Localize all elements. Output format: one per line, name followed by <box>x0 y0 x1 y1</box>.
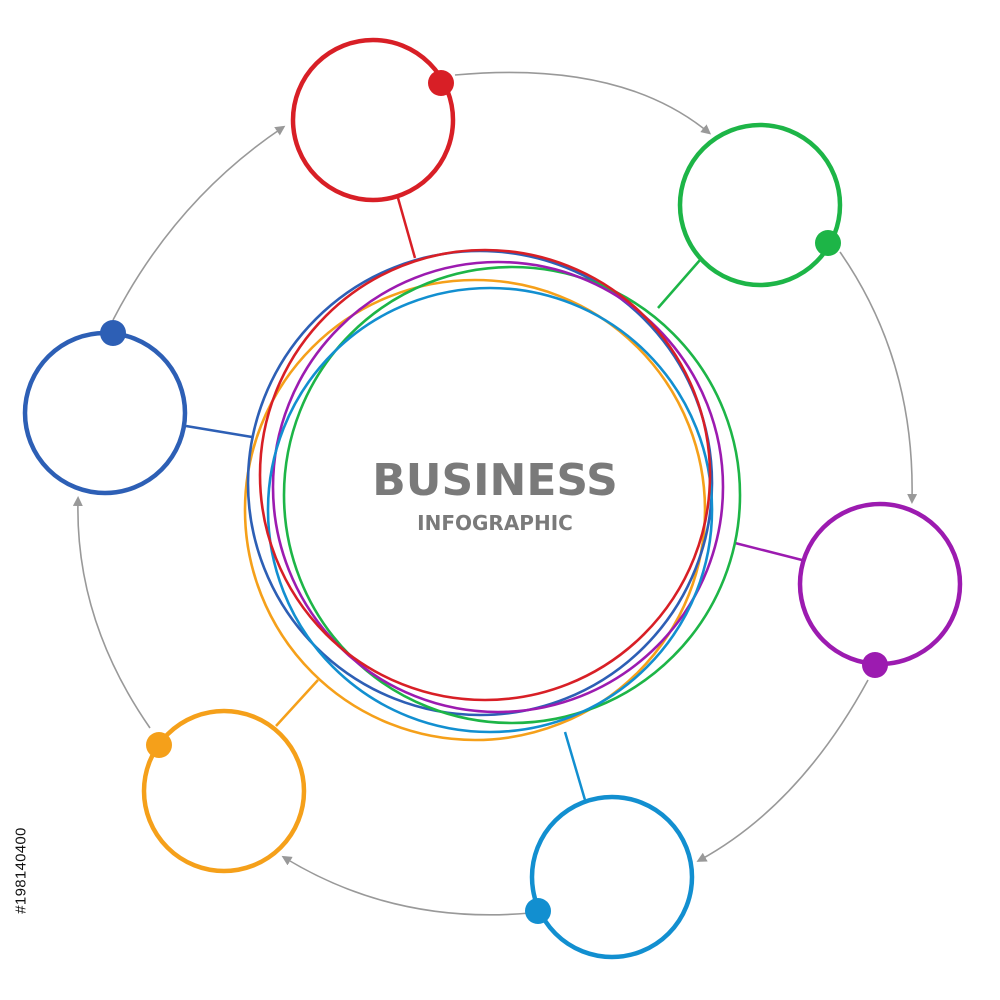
node-cyan-dot <box>525 898 551 924</box>
node-blue-circle <box>22 330 188 496</box>
connector-cyan <box>563 731 587 801</box>
arrow-red-to-green <box>454 71 712 135</box>
connector-purple <box>734 541 803 562</box>
center-ring-cyan <box>266 286 714 734</box>
node-green-dot <box>815 230 841 256</box>
center-overlapping-rings <box>243 248 742 742</box>
stock-id-text: #198140400 <box>12 826 30 914</box>
outer-nodes <box>22 37 963 960</box>
node-red-dot <box>428 70 454 96</box>
arrow-orange-to-blue <box>72 496 151 729</box>
cycle-arrows <box>72 71 918 916</box>
node-purple-circle <box>797 501 963 667</box>
connector-blue <box>185 424 253 439</box>
connector-green <box>657 259 701 309</box>
arrow-cyan-to-orange <box>281 855 531 916</box>
title-sub: INFOGRAPHIC <box>417 511 573 535</box>
node-orange-circle <box>141 708 307 874</box>
node-blue-dot <box>100 320 126 346</box>
arrow-green-to-purple <box>839 251 918 504</box>
node-green-circle <box>677 122 843 288</box>
arrow-purple-to-cyan <box>696 679 869 862</box>
connector-orange <box>275 679 319 727</box>
connector-red <box>396 197 417 259</box>
node-orange-dot <box>146 732 172 758</box>
node-cyan-circle <box>529 794 695 960</box>
arrow-blue-to-red <box>112 125 286 321</box>
center-ring-purple <box>271 260 725 714</box>
node-dots <box>100 70 888 924</box>
node-red-circle <box>290 37 456 203</box>
stock-id-label: #198140400 <box>6 770 36 970</box>
node-purple-dot <box>862 652 888 678</box>
title-main: BUSINESS <box>372 455 618 506</box>
connector-lines <box>185 197 803 801</box>
center-ring-green <box>282 265 742 725</box>
center-ring-orange <box>243 278 707 742</box>
center-ring-red <box>258 248 712 702</box>
